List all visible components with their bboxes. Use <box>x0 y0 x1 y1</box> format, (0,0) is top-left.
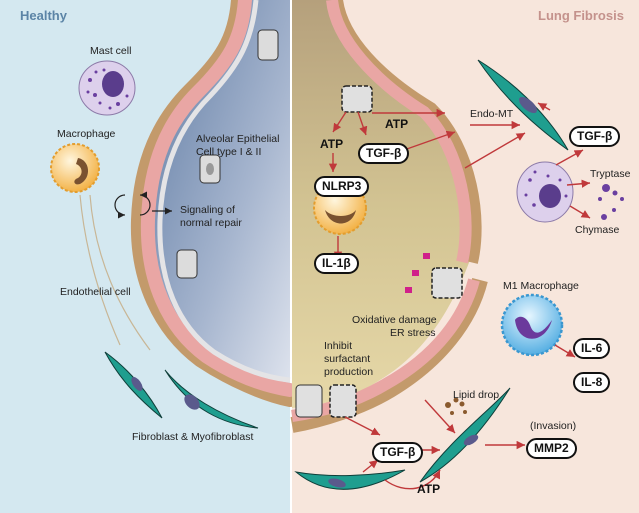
nlrp3-pill: NLRP3 <box>314 176 370 197</box>
invasion-label: (Invasion) <box>530 420 577 432</box>
damaged-epithelial-cell <box>329 384 357 418</box>
mast-cell-nucleus <box>102 71 124 97</box>
mast-cell-label: Mast cell <box>90 45 132 57</box>
macrophage <box>50 143 100 193</box>
atp-label: ATP <box>417 482 441 496</box>
m1-macrophage-label: M1 Macrophage <box>503 280 579 292</box>
repair-cycle-arrow <box>139 191 151 216</box>
mmp2-pill: MMP2 <box>526 438 577 459</box>
mast-cell-nucleus <box>539 184 561 208</box>
lipid-drops <box>445 397 467 415</box>
repair-cycle-arrow <box>114 194 126 219</box>
myofibroblast <box>419 387 511 483</box>
chymase-label: Chymase <box>575 224 620 236</box>
fibroblast <box>294 469 406 490</box>
macrophage-nucleus <box>325 210 356 224</box>
tgf-beta-pill: TGF-β <box>569 126 621 147</box>
tryptase-label: Tryptase <box>590 168 631 180</box>
myofibroblast-nucleus <box>184 394 200 410</box>
tgf-beta-pill: TGF-β <box>372 442 424 463</box>
collagen-fiber <box>79 194 121 346</box>
signaling-label-2: normal repair <box>180 217 242 229</box>
il-6-pill: IL-6 <box>573 338 611 359</box>
fibroblast-nucleus <box>131 377 143 391</box>
alveolar-epithelial-label-2: Cell type I & II <box>196 146 262 158</box>
chymase-granules <box>598 184 624 220</box>
oxidative-damage-label: Oxidative damage <box>352 314 437 326</box>
inhibit-label: Inhibit <box>324 340 353 352</box>
healthy-epithelium <box>157 0 291 383</box>
fibrotic-capillary <box>326 0 472 264</box>
endothelial-label: Endothelial cell <box>60 286 131 298</box>
macrophage-nucleus <box>74 158 89 185</box>
fibrotic-alveolar-space <box>292 0 474 408</box>
damaged-epithelial-cell <box>431 267 463 299</box>
healthy-capillary <box>140 0 297 397</box>
il-1-beta-pill: IL-1β <box>314 253 359 274</box>
atp-label: ATP <box>385 117 409 131</box>
signaling-label: Signaling of <box>180 204 235 216</box>
endo-mt-label: Endo-MT <box>470 108 514 120</box>
nucleus <box>206 163 214 175</box>
macrophage-label: Macrophage <box>57 128 116 140</box>
il-8-pill: IL-8 <box>573 372 611 393</box>
mast-cell-granules <box>86 68 129 110</box>
signaling-arrows <box>328 102 591 490</box>
lipid-drop-label: Lipid drop <box>453 389 500 401</box>
tgf-beta-pill: TGF-β <box>358 143 410 164</box>
atp-label: ATP <box>320 137 344 151</box>
fibrosis-title: Lung Fibrosis <box>538 8 624 23</box>
m1-macrophage <box>500 293 564 357</box>
er-stress-label: ER stress <box>390 327 436 339</box>
mast-cell-granules <box>524 170 568 207</box>
collagen-fiber <box>89 194 151 351</box>
m1-macrophage-nucleus <box>515 316 552 339</box>
type-ii-cell <box>257 29 279 61</box>
fibroblast-nucleus <box>328 478 346 488</box>
type-ii-cell <box>176 249 198 279</box>
er-stress-icon <box>405 253 430 293</box>
epithelial-cell <box>295 384 323 418</box>
myofibroblast-nucleus <box>463 434 479 446</box>
production-label: production <box>324 366 374 378</box>
healthy-title: Healthy <box>20 8 67 23</box>
surfactant-label: surfactant <box>324 353 371 365</box>
fibroblast-label: Fibroblast & Myofibroblast <box>132 431 254 443</box>
damaged-epithelial-cell <box>341 85 373 113</box>
myofibroblast-nucleus <box>518 96 538 114</box>
alveolar-epithelial-label: Alveolar Epithelial <box>196 133 280 145</box>
healthy-alveolar-space <box>150 0 290 392</box>
